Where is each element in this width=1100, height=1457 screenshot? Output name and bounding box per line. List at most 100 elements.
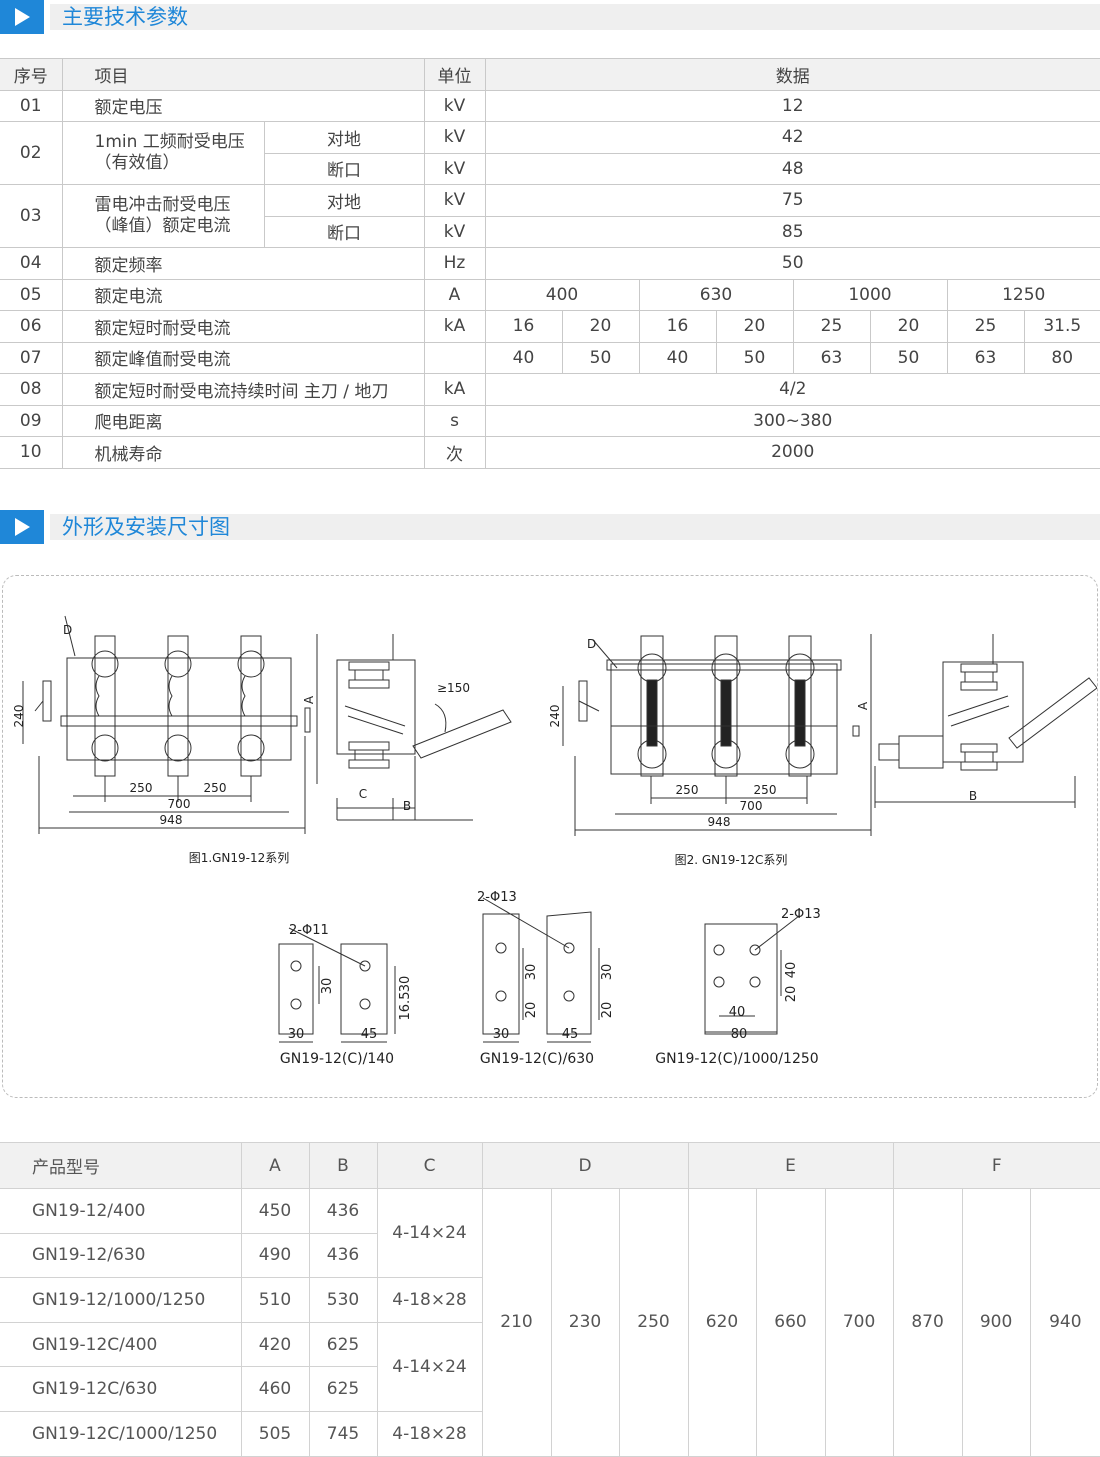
e-cell: 660 (755, 1188, 826, 1457)
row-value: 50 (484, 247, 1100, 280)
detail3-caption: GN19-12(C)/1000/1250 (655, 1051, 818, 1067)
row-value: 16 (638, 310, 717, 343)
row-value: 12 (484, 89, 1100, 122)
row-unit: kA (423, 373, 486, 406)
label-c: C (359, 787, 367, 801)
label-b: B (403, 799, 411, 813)
row-no: 01 (0, 89, 63, 122)
row-no: 04 (0, 247, 63, 280)
row-subitem: 断口 (263, 152, 425, 185)
c-cell: 4-14×24 (376, 1321, 483, 1412)
row-no: 06 (0, 310, 63, 343)
model-cell: GN19-12C/1000/1250 (0, 1410, 242, 1457)
fig1-caption: 图1.GN19-12系列 (189, 851, 290, 865)
row-item: 额定频率 (61, 247, 425, 280)
d-cell: 250 (618, 1188, 689, 1457)
a-cell: 420 (240, 1321, 310, 1368)
row-item: 爬电距离 (61, 404, 425, 437)
row-unit: kA (423, 310, 486, 343)
dim-row-1: GN19-12/400 450 436 4-14×24 210 230 250 … (0, 1187, 1100, 1457)
row-unit: kV (423, 215, 486, 248)
e-cell: 620 (687, 1188, 757, 1457)
spec-row-05: 05 额定电流 A 400 630 1000 1250 (0, 278, 1100, 311)
dim-row-4: GN19-12C/400 420 625 4-14×24 (0, 1321, 1100, 1412)
label-d: D (63, 623, 72, 637)
row-value: 20 (715, 310, 794, 343)
row-unit: Hz (423, 247, 486, 280)
detail2-hole: 2-Φ13 (477, 890, 517, 905)
label-250c: 250 (676, 783, 699, 797)
header-e: E (687, 1142, 894, 1189)
a-cell: 490 (240, 1232, 310, 1279)
a-cell: 505 (240, 1410, 310, 1457)
row-item: 额定短时耐受电流 (61, 310, 425, 343)
header-bar (50, 4, 1100, 30)
header-d: D (481, 1142, 689, 1189)
detail1-30v: 30 (320, 978, 335, 995)
row-value: 20 (561, 310, 640, 343)
row-unit: A (423, 278, 486, 311)
detail1-hole: 2-Φ11 (289, 923, 329, 938)
row-value: 1250 (946, 278, 1100, 311)
spec-row-02a: 02 1min 工频耐受电压（有效值） 对地 kV 42 (0, 121, 1100, 185)
detail3-20v: 20 (784, 986, 799, 1003)
item-line1: 1min 工频耐受电压 (94, 132, 245, 152)
row-value: 50 (869, 341, 948, 374)
model-cell: GN19-12C/630 (0, 1366, 242, 1412)
row-value: 630 (638, 278, 794, 311)
row-value: 42 (484, 121, 1100, 154)
detail2-20b: 20 (600, 1002, 615, 1019)
row-no: 10 (0, 436, 63, 469)
row-value: 25 (946, 310, 1025, 343)
spec-header-row: 序号 项目 单位 数据 (0, 58, 1100, 91)
row-value: 75 (484, 184, 1100, 217)
label-700: 700 (168, 797, 191, 811)
row-item: 额定短时耐受电流持续时间 主刀 / 地刀 (61, 373, 425, 406)
b-cell: 745 (308, 1410, 378, 1457)
e-cell: 700 (824, 1188, 894, 1457)
label-d2: D (587, 637, 596, 651)
dim-row-3: GN19-12/1000/1250 510 530 4-18×28 (0, 1277, 1100, 1323)
b-cell: 530 (308, 1277, 378, 1323)
label-240: 240 (12, 705, 26, 728)
header-unit: 单位 (423, 58, 486, 91)
b-cell: 436 (308, 1232, 378, 1279)
row-value: 16 (484, 310, 563, 343)
model-cell: GN19-12C/400 (0, 1321, 242, 1368)
spec-table: 序号 项目 单位 数据 01 额定电压 kV 12 02 1min 工频耐受电压… (0, 58, 1100, 469)
row-value: 63 (946, 341, 1025, 374)
row-unit: kV (423, 89, 486, 122)
row-value: 80 (1023, 341, 1100, 374)
item-line2: （峰值）额定电流 (94, 216, 231, 236)
dim-header-row: 产品型号 A B C D E F (0, 1142, 1100, 1189)
row-subitem: 断口 (263, 215, 425, 248)
model-cell: GN19-12/1000/1250 (0, 1277, 242, 1323)
detail2-30a: 30 (524, 964, 539, 981)
a-cell: 510 (240, 1277, 310, 1323)
play-triangle-icon (0, 0, 44, 34)
section-title: 外形及安装尺寸图 (62, 515, 230, 539)
row-no: 03 (0, 184, 63, 248)
spec-row-10: 10 机械寿命 次 2000 (0, 436, 1100, 469)
header-model: 产品型号 (0, 1142, 242, 1189)
dim-row-2: GN19-12/630 490 436 (0, 1232, 1100, 1279)
label-250b: 250 (204, 781, 227, 795)
row-value: 2000 (484, 436, 1100, 469)
row-value: 63 (792, 341, 871, 374)
f-cell: 870 (892, 1188, 963, 1457)
detail1-30v2: 30 (398, 976, 413, 993)
detail3-80: 80 (731, 1027, 748, 1042)
row-item: 机械寿命 (61, 436, 425, 469)
row-item: 1min 工频耐受电压（有效值） (61, 121, 265, 185)
d-cell: 210 (481, 1188, 552, 1457)
row-unit: s (423, 404, 486, 437)
detail1-16-5: 16.5 (398, 992, 413, 1021)
header-item: 项目 (61, 58, 425, 91)
detail2-45: 45 (562, 1027, 579, 1042)
label-948-2: 948 (708, 815, 731, 829)
dim-row-5: GN19-12C/630 460 625 (0, 1366, 1100, 1412)
row-item: 额定电流 (61, 278, 425, 311)
label-250d: 250 (754, 783, 777, 797)
label-b2: B (969, 789, 977, 803)
section-header-spec: 主要技术参数 (0, 0, 1100, 34)
